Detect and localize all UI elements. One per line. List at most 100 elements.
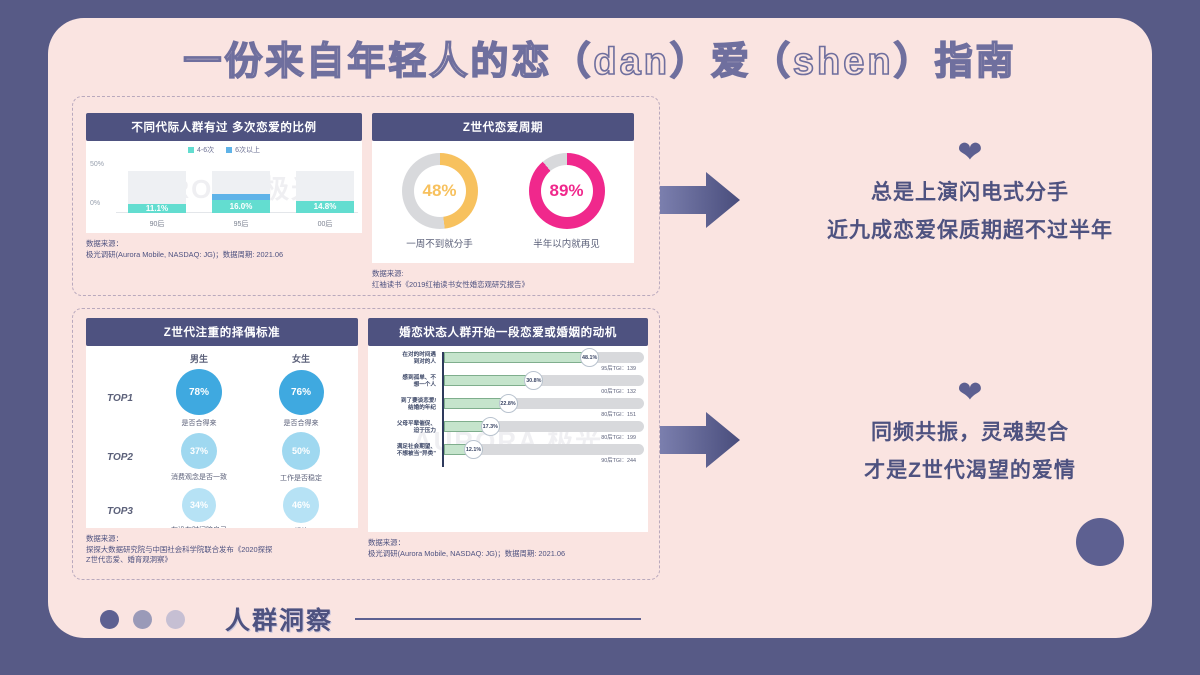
- motive-label: 满足社会期望、 不想被当“异类”: [396, 444, 436, 458]
- data-source-note: 数据来源： 极光调研(Aurora Mobile, NASDAQ: JG)；数据…: [368, 538, 566, 558]
- mate-cell-female: 76%是否合得来: [250, 369, 352, 428]
- motive-track: 30.8%: [444, 371, 644, 390]
- y-tick-top: 50%: [90, 161, 105, 168]
- motive-bar-wrap: 12.1% 90后TGI：244: [440, 440, 644, 464]
- motive-tgi: 80后TGI：151: [601, 412, 636, 418]
- motive-label: 感到孤单、不 想一个人: [402, 375, 436, 389]
- motive-label: 在对的时间遇 到对的人: [402, 352, 436, 366]
- motive-label: 父母平辈催促、 迫于压力: [396, 421, 436, 435]
- donut-value: 48%: [422, 181, 457, 200]
- donut-ring: 48%: [401, 153, 478, 229]
- motive-value: 12.1%: [464, 440, 484, 459]
- donut-caption: 一周不到就分手: [406, 239, 473, 250]
- mate-col-male: 男生: [189, 354, 208, 364]
- donut-ring: 89%: [528, 153, 605, 229]
- footer-dot-3: [166, 609, 185, 629]
- motive-value: 17.3%: [480, 417, 500, 436]
- mate-label: 颜值: [250, 526, 352, 528]
- donut-value: 89%: [549, 181, 584, 200]
- mate-cell-male: 34%有没有时间陪自己: [148, 488, 250, 528]
- message-line-1: 总是上演闪电式分手: [871, 181, 1069, 204]
- donut-row: 48% 一周不到就分手 89% 半年以内就再见: [372, 141, 634, 256]
- motive-row: 满足社会期望、 不想被当“异类” 12.1% 90后TGI：244: [368, 440, 644, 464]
- panel-relationship-motives: 婚恋状态人群开始一段恋爱或婚姻的动机 AURORA 极光 在对的时间遇 到对的人…: [368, 318, 648, 559]
- motive-value: 48.1%: [580, 348, 600, 367]
- footer-rule: [355, 617, 642, 621]
- motive-bar-wrap: 30.8%00后TGI：132: [440, 371, 644, 395]
- motive-tgi: 95后TGI：139: [601, 366, 636, 372]
- motive-axis: [442, 352, 444, 467]
- motive-row: 感到孤单、不 想一个人 30.8%00后TGI：132: [368, 371, 644, 395]
- mate-cell-female: 46% 颜值: [250, 487, 352, 528]
- mate-grid: 男生女生 TOP1 78% 是否合得来 76%是否合得来 TOP2 37% 消费观念是否一致 5…: [86, 346, 358, 528]
- bar-column: 11.1%: [128, 159, 186, 213]
- motive-track: 22.8%: [444, 394, 644, 413]
- x-tick-label: 95后: [233, 221, 249, 228]
- footer-dot-1: [100, 609, 119, 629]
- mate-bubble: 37%: [181, 433, 217, 469]
- page-title: 一份来自年轻人的恋（dan）爱（shen）指南: [183, 40, 1017, 84]
- x-tick-label: 90后: [149, 221, 165, 228]
- panel-heading: 婚恋状态人群开始一段恋爱或婚姻的动机: [368, 318, 648, 346]
- mate-label: 消费观念是否一致: [171, 474, 227, 481]
- arrow-right-icon-2: [660, 412, 740, 468]
- mate-bubble: 78%: [176, 369, 222, 415]
- arrow-right-icon-1: [660, 172, 740, 228]
- donut-cell: 48% 一周不到就分手: [401, 153, 478, 250]
- y-tick-bottom: 0%: [90, 200, 101, 207]
- motive-track: 48.1%: [444, 348, 644, 367]
- motive-bar-wrap: 17.3% 80后TGI：199: [440, 417, 644, 441]
- mate-criteria-chart: 男生女生 TOP1 78% 是否合得来 76%是否合得来 TOP2 37% 消费观念是否一致 5…: [86, 346, 358, 528]
- mate-row: TOP3 34%有没有时间陪自己 46% 颜值: [92, 487, 352, 528]
- group-box-top: [72, 96, 660, 296]
- message-line-1: 同频共振，灵魂契合: [871, 421, 1069, 444]
- legend-item-0: 4-6次: [187, 145, 214, 155]
- mate-cell-male: 78% 是否合得来: [148, 369, 250, 428]
- heart-icon: ❤: [957, 136, 983, 169]
- donut-caption: 半年以内就再见: [533, 239, 600, 250]
- mate-column-headers: 男生女生: [92, 352, 352, 365]
- motive-tgi: 00后TGI：132: [601, 389, 636, 395]
- motive-row: 在对的时间遇 到对的人 48.1%95后TGI：139: [368, 348, 644, 372]
- mate-rank: TOP3: [107, 506, 133, 517]
- insight-message-1: ❤ 总是上演闪电式分手 近九成恋爱保质期超不过半年: [750, 138, 1190, 244]
- mate-bubble: 46%: [283, 487, 319, 523]
- footer: 人群洞察: [100, 601, 642, 637]
- mate-label: 有没有时间陪自己: [148, 525, 250, 528]
- legend-item-1: 6次以上: [226, 145, 260, 155]
- mate-cell-female: 50% 工作是否稳定: [250, 432, 352, 483]
- x-tick-label: 00后: [317, 221, 333, 228]
- motive-label: 到了要谈恋爱/ 结婚的年纪: [400, 398, 436, 412]
- motive-row: 父母平辈催促、 迫于压力 17.3% 80后TGI：199: [368, 417, 644, 441]
- mate-row: TOP2 37% 消费观念是否一致 50% 工作是否稳定: [92, 432, 352, 483]
- mate-row: TOP1 78% 是否合得来 76%是否合得来: [92, 369, 352, 428]
- mate-cell-male: 37% 消费观念是否一致: [148, 433, 250, 482]
- panel-heading: Z世代恋爱周期: [372, 113, 634, 141]
- motive-bar-wrap: 22.8% 80后TGI：151: [440, 394, 644, 418]
- footer-dot-2: [133, 609, 152, 629]
- mate-bubble: 50%: [282, 432, 320, 470]
- mate-rank: TOP2: [107, 452, 133, 463]
- bar-chart: AURORA 极光 4-6次 6次以上 50% 0% 11.1%16.0%14.…: [86, 141, 362, 233]
- footer-title: 人群洞察: [225, 607, 334, 635]
- heart-icon: ❤: [957, 376, 983, 409]
- mate-rank: TOP1: [107, 393, 133, 404]
- mate-label: 工作是否稳定: [280, 475, 322, 482]
- bar-chart-legend: 4-6次 6次以上: [86, 145, 362, 155]
- motive-value: 22.8%: [498, 394, 518, 413]
- panel-heading: 不同代际人群有过 多次恋爱的比例: [86, 113, 362, 141]
- insight-message-2: ❤ 同频共振，灵魂契合 才是Z世代渴望的爱情: [750, 378, 1190, 484]
- motive-tgi: 90后TGI：244: [601, 458, 636, 464]
- donut-chart: 48% 一周不到就分手 89% 半年以内就再见: [372, 141, 634, 263]
- panel-heading: Z世代注重的择偶标准: [86, 318, 358, 346]
- motive-row: 到了要谈恋爱/ 结婚的年纪 22.8% 80后TGI：151: [368, 394, 644, 418]
- bar-column: 14.8%: [296, 159, 354, 213]
- bar-column: 16.0%: [212, 159, 270, 213]
- mate-label: 是否合得来: [181, 420, 217, 427]
- motive-tgi: 80后TGI：199: [601, 435, 636, 441]
- motive-track: 17.3%: [444, 417, 644, 436]
- bar-plot-area: 11.1% 16.0% 14.8%: [120, 159, 356, 213]
- data-source-note: 数据来源： 极光调研(Aurora Mobile, NASDAQ: JG)；数据…: [86, 239, 284, 259]
